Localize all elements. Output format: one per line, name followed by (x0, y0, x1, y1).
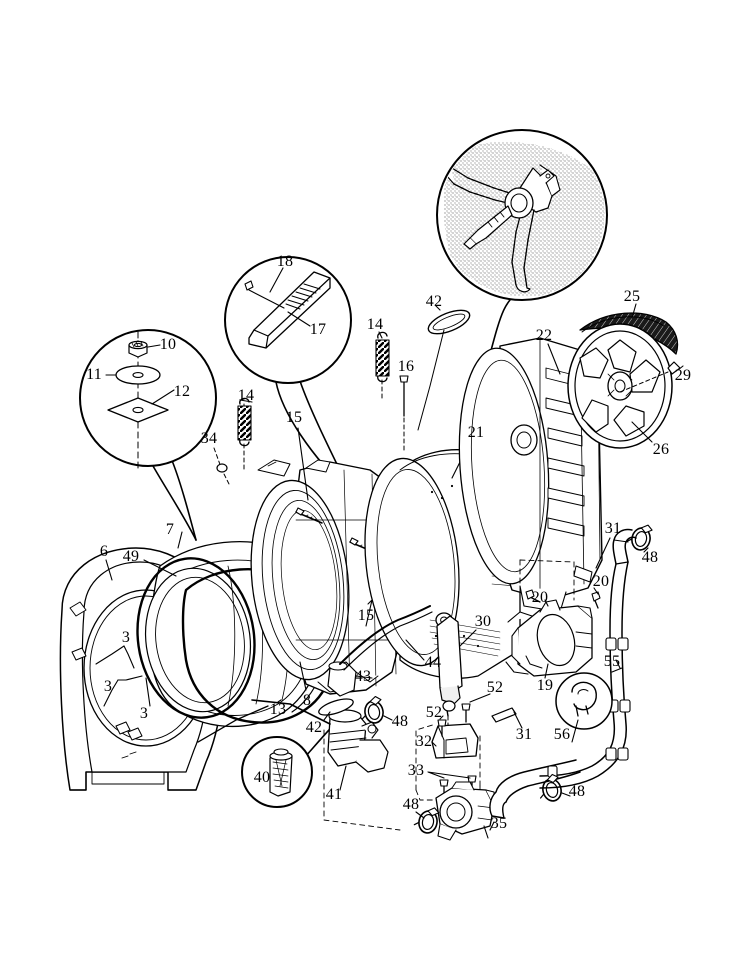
part-number-label: 15 (285, 409, 303, 426)
part-number-label: 11 (86, 366, 102, 383)
part-number-label: 13 (269, 701, 287, 718)
part-number-label: 48 (402, 796, 420, 813)
callout-filter-balloon (241, 714, 344, 808)
part-number-label: 31 (604, 520, 622, 537)
part-number-label: 31 (515, 726, 533, 743)
part-number-label: 20 (531, 589, 549, 606)
part-number-label: 7 (165, 521, 175, 538)
tub-seal-ring (417, 305, 471, 431)
part-number-label: 32 (415, 733, 433, 750)
part-number-label: 25 (623, 288, 641, 305)
part-number-label: 26 (652, 441, 670, 458)
part-number-label: 6 (99, 543, 109, 560)
part-number-label: 20 (592, 573, 610, 590)
drive-motor-assembly (505, 559, 601, 679)
part-number-label: 52 (486, 679, 504, 696)
drain-hose-assembly (489, 520, 654, 819)
part-number-label: 10 (159, 336, 177, 353)
part-number-label: 42 (305, 719, 323, 736)
part-number-label: 34 (200, 430, 218, 447)
part-number-label: 56 (553, 726, 571, 743)
outer-tub-rear (458, 337, 611, 613)
part-number-label: 29 (674, 367, 692, 384)
part-number-label: 55 (603, 653, 621, 670)
part-number-label: 48 (568, 783, 586, 800)
sump-hose-assembly (197, 605, 433, 791)
part-number-label: 14 (366, 316, 384, 333)
part-number-label: 17 (309, 321, 327, 338)
part-number-label: 18 (276, 253, 294, 270)
part-number-label: 49 (122, 548, 140, 565)
part-number-label: 42 (425, 293, 443, 310)
part-number-label: 14 (237, 387, 255, 404)
outer-tub-front (213, 397, 549, 695)
part-number-label: 33 (407, 762, 425, 779)
suspension-spring-left (237, 397, 252, 447)
part-number-label: 30 (474, 613, 492, 630)
part-number-label: 40 (253, 769, 271, 786)
part-number-label: 12 (173, 383, 191, 400)
part-number-label: 3 (139, 705, 149, 722)
part-number-label: 8 (302, 692, 312, 709)
part-number-label: 3 (103, 678, 113, 695)
part-number-label: 48 (391, 713, 409, 730)
part-number-label: 15 (357, 607, 375, 624)
part-number-label: 16 (397, 358, 415, 375)
part-number-label: 19 (536, 677, 554, 694)
part-number-label: 43 (354, 668, 372, 685)
part-number-label: 52 (425, 704, 443, 721)
part-number-label: 44 (424, 654, 442, 671)
callout-spider-balloon (436, 129, 608, 433)
drive-pulley-assembly (567, 303, 684, 449)
drain-pump-assembly (412, 781, 495, 841)
part-number-label: 21 (467, 424, 485, 441)
part-number-label: 35 (490, 815, 508, 832)
part-number-label: 48 (641, 549, 659, 566)
part-number-label: 41 (325, 786, 343, 803)
part-number-label: 3 (121, 629, 131, 646)
callout-fasteners-balloon (79, 329, 217, 541)
suspension-spring-right (375, 331, 390, 383)
part-number-label: 22 (535, 327, 553, 344)
shock-absorber-assembly (323, 612, 523, 831)
